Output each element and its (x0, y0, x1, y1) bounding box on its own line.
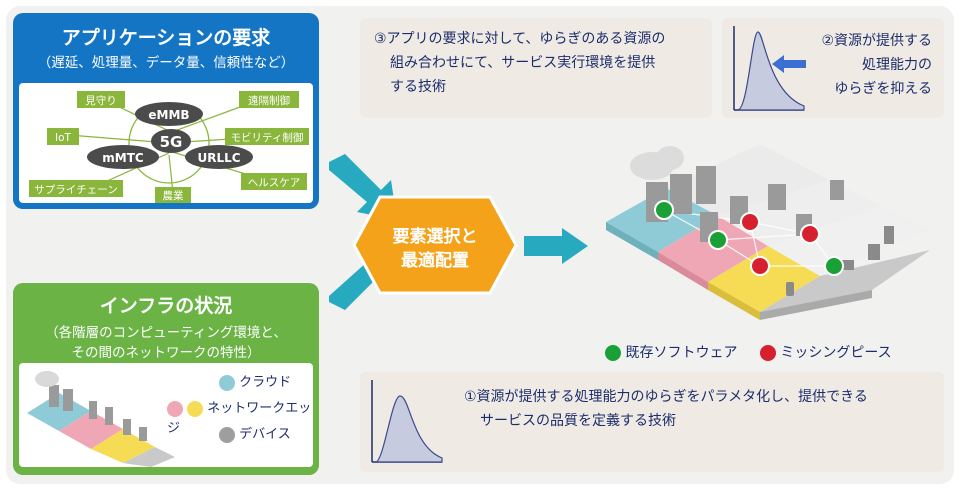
legend-network-edge: ネットワークエッジ (167, 401, 312, 436)
missing-dot (800, 224, 820, 244)
existing-dot (654, 200, 674, 220)
legend-cloud: クラウド (239, 375, 292, 390)
infra-subtitle-2: その間のネットワークの特性） (71, 345, 261, 361)
software-legend: 既存ソフトウェア ミッシングピース (605, 342, 892, 362)
tag-agriculture: 農業 (163, 189, 184, 202)
distribution-curve-1 (371, 380, 443, 463)
mmtc-label: mMTC (102, 151, 144, 165)
urllc-oval (185, 145, 253, 169)
note-1-line1: ①資源が提供する処理能力のゆらぎをパラメタ化し、提供できる (464, 389, 868, 405)
tag-supply-chain: サプライチェーン (34, 184, 117, 196)
note-1: ①資源が提供する処理能力のゆらぎをパラメタ化し、提供できる サービスの品質を定義… (360, 372, 944, 472)
missing-dot (750, 256, 770, 276)
tag-remote-control: 遠隔制御 (248, 94, 290, 107)
hexagon-label-1: 要素選択と (392, 227, 478, 247)
note-3: ③アプリの要求に対して、ゆらぎのある資源の 組み合わせにて、サービス実行環境を提… (360, 18, 712, 118)
infra-box: インフラの状況 （各階層のコンピューティング環境と、 その間のネットワークの特性… (13, 283, 319, 475)
hexagon-label-2: 最適配置 (401, 251, 469, 271)
iso-infrastructure-map (606, 144, 930, 320)
requirements-title: アプリケーションの要求 (61, 27, 271, 49)
requirements-box: アプリケーションの要求 （遅延、処理量、データ量、信頼性など） eMMB mMT… (13, 13, 319, 209)
5g-diagram: eMMB mMTC URLLC 5G 見守り IoT サプライチェーン 農業 遠… (29, 91, 309, 203)
tag-mobility-control: モビリティ制御 (231, 131, 304, 144)
infra-subtitle-1: （各階層のコンピューティング環境と、 (45, 325, 287, 341)
note-2-line2: 処理能力の (862, 57, 932, 73)
tag-iot: IoT (55, 132, 72, 144)
mini-iso-map (27, 371, 175, 467)
tag-healthcare: ヘルスケア (248, 177, 301, 189)
existing-legend-dot (605, 345, 621, 361)
requirements-inner: eMMB mMTC URLLC 5G 見守り IoT サプライチェーン 農業 遠… (19, 83, 313, 203)
mmtc-oval (87, 145, 159, 169)
note-3-line1: ③アプリの要求に対して、ゆらぎのある資源の (374, 31, 666, 47)
requirements-subtitle: （遅延、処理量、データ量、信頼性など） (37, 55, 295, 71)
note-1-line2: サービスの品質を定義する技術 (480, 413, 676, 429)
left-arrow (772, 55, 806, 73)
existing-dot (708, 230, 728, 250)
missing-legend-dot (759, 345, 776, 361)
distribution-curve-2 (733, 26, 805, 111)
note-2: ②資源が提供する 処理能力の ゆらぎを抑える (722, 18, 944, 118)
existing-dot (824, 256, 844, 276)
infra-inner: クラウド ネットワークエッジ デバイス (19, 363, 313, 467)
legend-device: デバイス (239, 427, 291, 442)
tag-mimamori: 見守り (85, 94, 117, 107)
center-hexagon (352, 195, 518, 295)
missing-dot (740, 212, 760, 232)
note-3-line3: する技術 (390, 79, 446, 95)
emmb-oval (135, 102, 203, 126)
note-2-line3: ゆらぎを抑える (834, 81, 932, 97)
note-2-line1: ②資源が提供する (821, 33, 932, 49)
urllc-label: URLLC (197, 151, 240, 165)
5g-label: 5G (160, 133, 183, 151)
emmb-label: eMMB (148, 108, 189, 122)
legend-missing: ミッシングピース (780, 345, 892, 361)
infra-title: インフラの状況 (99, 295, 233, 317)
legend-existing: 既存ソフトウェア (625, 345, 738, 361)
note-3-line2: 組み合わせにて、サービス実行環境を提供 (390, 55, 656, 71)
5g-oval (151, 129, 191, 153)
output-arrow (524, 228, 588, 264)
